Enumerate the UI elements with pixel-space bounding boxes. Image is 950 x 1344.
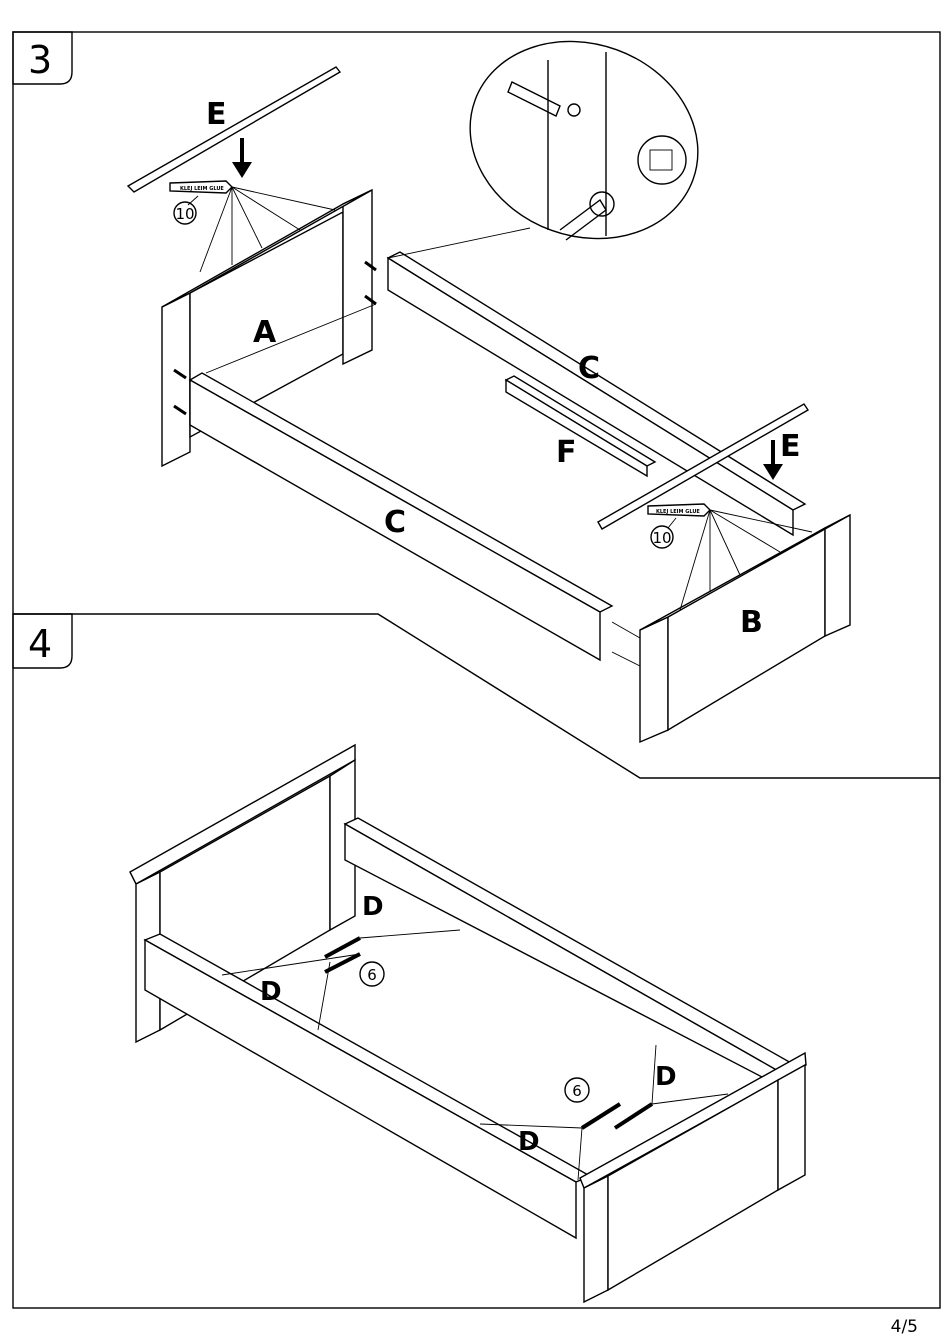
- part-label-d: D: [655, 1062, 677, 1092]
- far-rail: [345, 818, 800, 1076]
- part-label-a: A: [253, 315, 277, 350]
- part-label-c: C: [384, 505, 406, 540]
- page-number: 4/5: [891, 1317, 918, 1337]
- step-4-number: 4: [28, 622, 52, 666]
- glue-count: 10: [652, 529, 671, 547]
- step-3-badge: 3: [13, 32, 72, 84]
- part-label-b: B: [740, 605, 763, 640]
- rail-c-far: [388, 252, 805, 535]
- part-label-c: C: [578, 351, 600, 386]
- cam-lock-detail: [442, 10, 726, 270]
- screw-count: 6: [572, 1082, 582, 1100]
- screw-count: 6: [367, 966, 377, 984]
- assembly-arrow: [360, 930, 460, 938]
- part-label-d: D: [518, 1127, 540, 1157]
- assembly-arrow: [388, 228, 530, 258]
- step-3-drawing: KLEJ LEIM GLUE 10 KLEJ LEIM GLUE 10: [128, 10, 850, 742]
- step-4-badge: 4: [13, 614, 72, 668]
- part-label-d: D: [362, 892, 384, 922]
- footboard-panel: [608, 1080, 778, 1290]
- glue-count: 10: [175, 205, 194, 223]
- part-label-f: F: [556, 435, 577, 470]
- part-label-d: D: [260, 977, 282, 1007]
- down-arrow-icon: [232, 138, 252, 178]
- footboard-post: [584, 1176, 608, 1302]
- near-rail: [145, 940, 576, 1238]
- far-rail: [345, 824, 787, 1090]
- glue-label: KLEJ LEIM GLUE: [656, 509, 700, 515]
- panel-b: [612, 515, 850, 742]
- assembly-arrow: [318, 962, 330, 1030]
- part-label-e: E: [780, 429, 801, 464]
- glue-label: KLEJ LEIM GLUE: [180, 186, 224, 192]
- step-3-number: 3: [28, 38, 52, 82]
- top-rail-e-left: [128, 67, 340, 192]
- part-label-e: E: [206, 97, 227, 132]
- footboard-post: [778, 1065, 805, 1190]
- step-4-drawing: 6 6 D D D D: [130, 745, 806, 1302]
